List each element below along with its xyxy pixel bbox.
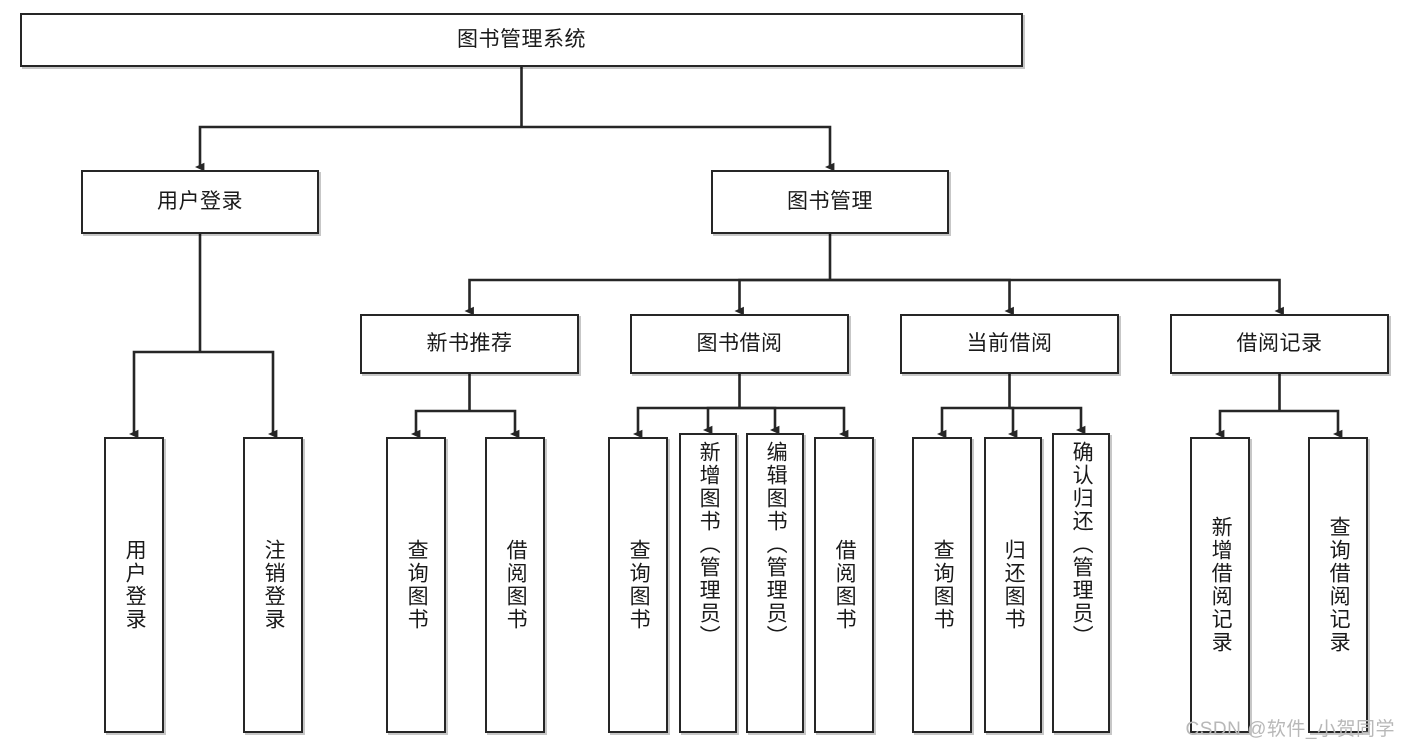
- node-leaf-cu-query[interactable]: 查询图书: [912, 437, 972, 733]
- edge-path: [830, 278, 1284, 316]
- node-label: 新增图书（管理员）: [697, 441, 721, 648]
- edge-path: [200, 350, 278, 439]
- node-leaf-nb-query[interactable]: 查询图书: [386, 437, 446, 733]
- node-leaf-bo-borrow[interactable]: 借阅图书: [814, 437, 874, 733]
- edge-path: [1009, 406, 1086, 435]
- edge-path: [739, 406, 849, 439]
- edge-path: [937, 406, 1010, 439]
- edge-path: [411, 409, 470, 439]
- node-label: 借阅记录: [1236, 332, 1323, 356]
- node-label: 图书管理: [787, 190, 873, 214]
- node-leaf-user-login[interactable]: 用户登录: [104, 437, 164, 733]
- node-bookmgmt[interactable]: 图书管理: [711, 170, 949, 234]
- node-label: 新书推荐: [426, 332, 513, 356]
- node-leaf-bo-edit[interactable]: 编辑图书（管理员）: [746, 433, 804, 733]
- node-leaf-user-logout[interactable]: 注销登录: [243, 437, 303, 733]
- edge-path: [1215, 409, 1280, 439]
- node-current[interactable]: 当前借阅: [900, 314, 1119, 374]
- node-label: 新增借阅记录: [1209, 516, 1233, 654]
- edge-path: [633, 406, 740, 439]
- edge-path: [1008, 406, 1018, 439]
- node-label: 注销登录: [262, 539, 286, 631]
- node-leaf-rc-add[interactable]: 新增借阅记录: [1190, 437, 1250, 733]
- node-label: 查询图书: [627, 539, 651, 631]
- node-label: 查询图书: [405, 539, 429, 631]
- edge-path: [129, 350, 200, 439]
- edge-path: [1279, 409, 1343, 439]
- edge-path: [830, 278, 1014, 316]
- node-leaf-cu-return[interactable]: 归还图书: [984, 437, 1042, 733]
- node-label: 编辑图书（管理员）: [764, 441, 788, 648]
- edge-path: [464, 278, 830, 316]
- node-label: 借阅图书: [833, 539, 857, 631]
- node-label: 查询图书: [931, 539, 955, 631]
- node-root[interactable]: 图书管理系统: [20, 13, 1023, 67]
- csdn-watermark: CSDN @软件_小贺同学: [1185, 719, 1395, 740]
- node-login[interactable]: 用户登录: [81, 170, 319, 234]
- edge-path: [469, 409, 520, 439]
- edge-path: [739, 406, 780, 435]
- node-label: 查询借阅记录: [1327, 516, 1351, 654]
- node-label: 用户登录: [123, 539, 147, 631]
- node-newbooks[interactable]: 新书推荐: [360, 314, 579, 374]
- node-label: 图书借阅: [696, 332, 783, 356]
- node-label: 当前借阅: [966, 332, 1053, 356]
- node-leaf-cu-confirm[interactable]: 确认归还（管理员）: [1052, 433, 1110, 733]
- node-leaf-bo-query[interactable]: 查询图书: [608, 437, 668, 733]
- node-label: 确认归还（管理员）: [1070, 441, 1094, 648]
- node-label: 借阅图书: [504, 539, 528, 631]
- node-leaf-nb-borrow[interactable]: 借阅图书: [485, 437, 545, 733]
- node-leaf-bo-add[interactable]: 新增图书（管理员）: [679, 433, 737, 733]
- node-records[interactable]: 借阅记录: [1170, 314, 1389, 374]
- edge-path: [195, 125, 522, 172]
- edge-path: [703, 406, 740, 435]
- edge-path: [521, 125, 835, 172]
- node-leaf-rc-query[interactable]: 查询借阅记录: [1308, 437, 1368, 733]
- node-label: 用户登录: [157, 190, 243, 214]
- node-label: 图书管理系统: [457, 28, 586, 52]
- edge-path: [734, 278, 830, 316]
- node-borrow[interactable]: 图书借阅: [630, 314, 849, 374]
- node-label: 归还图书: [1002, 539, 1026, 631]
